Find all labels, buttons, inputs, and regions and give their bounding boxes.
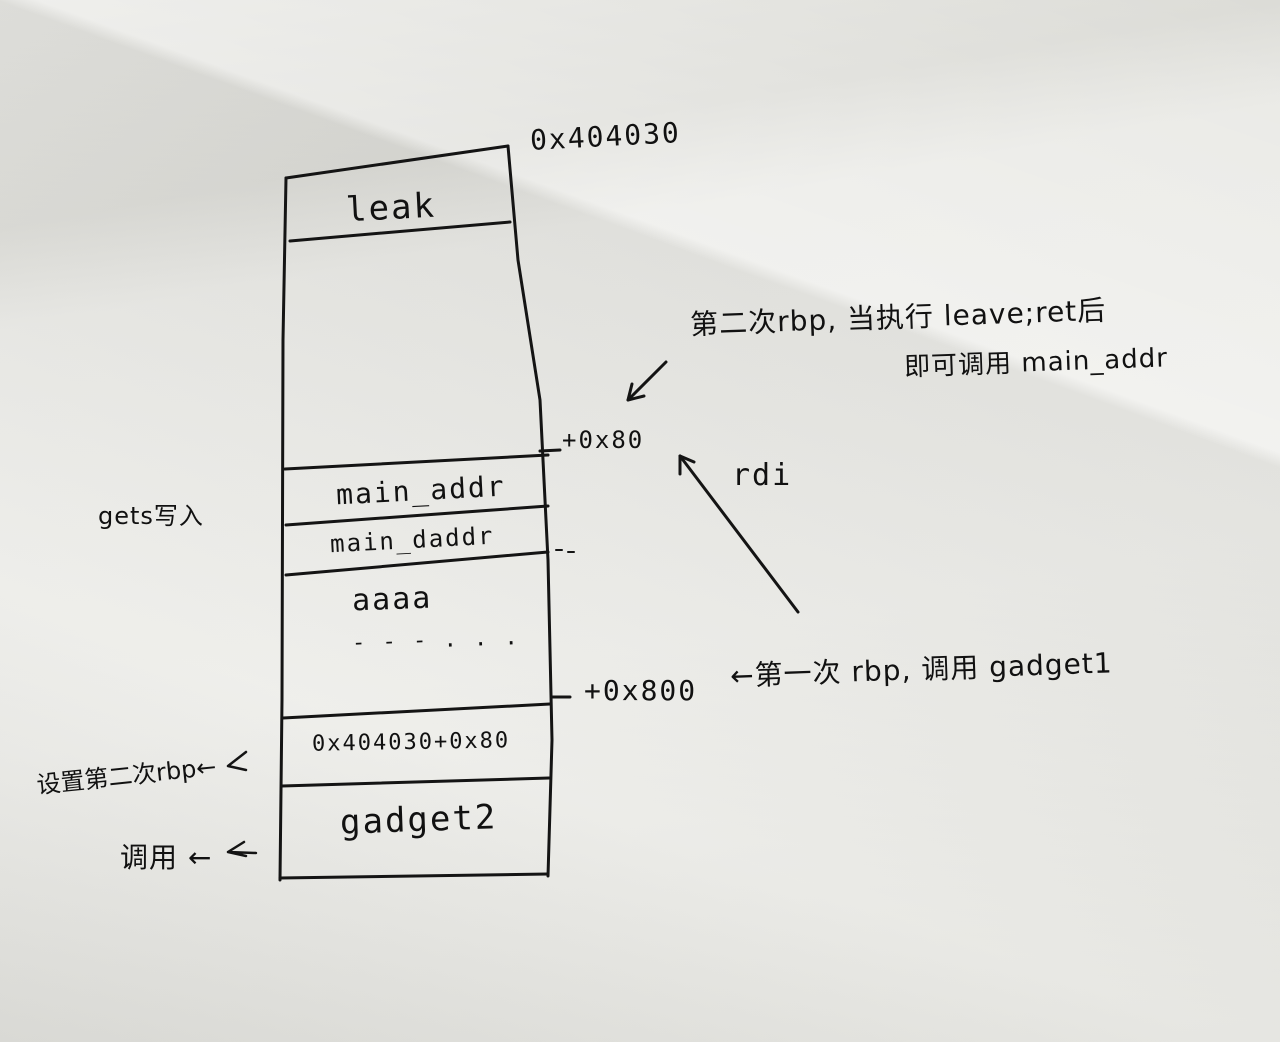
divider-main-addr-top [283,453,550,471]
stack-bottom-edge [278,872,550,880]
call-label: 调用 ← [120,841,213,874]
divider-main-addr-bottom [284,504,550,527]
rdi-label: rdi [732,458,793,493]
arrow-second-rbp-head [626,382,646,402]
divider-aaaa-bottom [281,702,552,720]
offset-0x80-label: +0x80 [562,426,645,454]
arrow-call [226,840,258,858]
gets-write-label: gets写入 [98,502,204,530]
divider-main-daddr-bottom [284,550,550,577]
arrow-second-rbp [626,360,668,402]
offset-0x800-label: +0x800 [584,674,698,707]
divider-addr-bottom [280,776,551,788]
dashes-0x80b [555,549,575,553]
divider-leak [288,220,512,243]
stack-top-edge [284,144,510,180]
cell-gadget2-label: gadget2 [339,797,498,843]
arrow-rdi [678,454,800,614]
stack-right-edge [506,144,554,878]
stack-left-edge [278,176,288,882]
tick-0x80 [538,448,562,453]
cell-addr-plus-label: 0x404030+0x80 [311,728,511,757]
cell-aaaa-label: aaaa [351,580,433,619]
arrow-rdi-head [678,454,696,476]
cell-leak-label: leak [345,185,437,231]
arrow-set-rbp [226,750,248,772]
